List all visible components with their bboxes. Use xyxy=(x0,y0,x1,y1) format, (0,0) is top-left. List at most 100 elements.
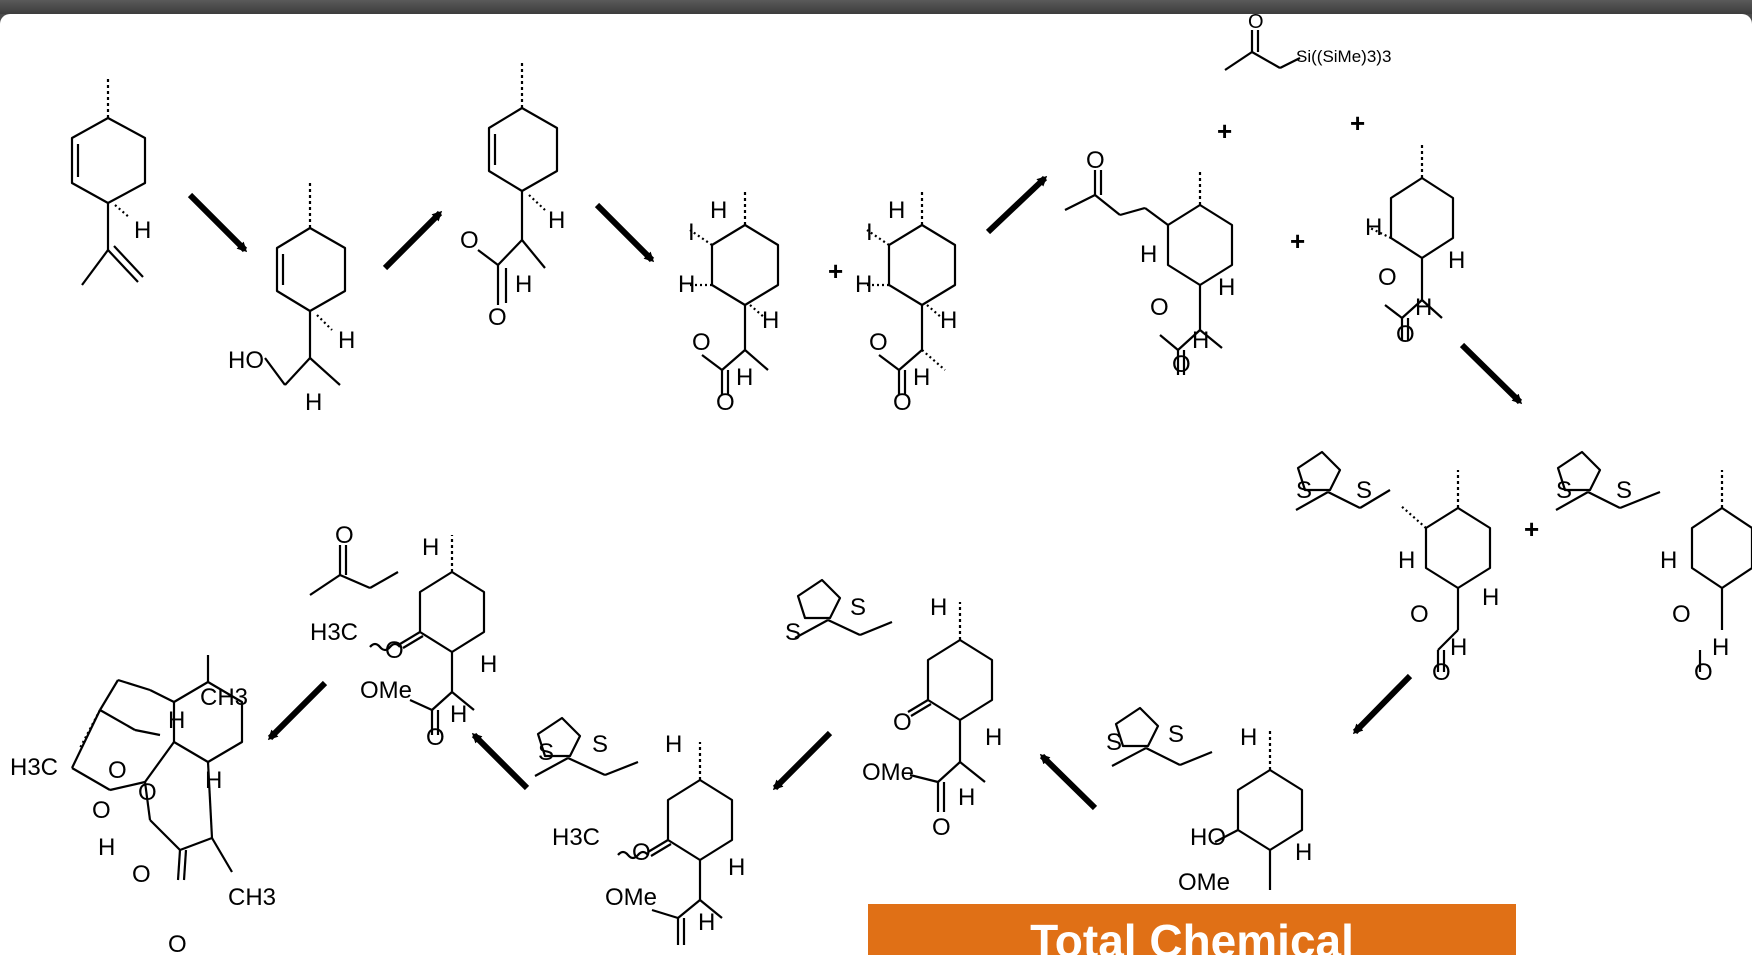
atom-label-s: S xyxy=(1616,477,1632,504)
molecule-3 xyxy=(477,62,559,305)
plus-sign: + xyxy=(1217,116,1232,146)
molecule-14 xyxy=(71,655,244,881)
atom-label-ch3: CH3 xyxy=(228,884,276,911)
molecule-10 xyxy=(1111,706,1304,890)
atom-label-o: O xyxy=(716,389,735,416)
atom-label-h: H xyxy=(913,364,930,391)
atom-label-h: H xyxy=(736,364,753,391)
atom-label-s: S xyxy=(785,619,801,646)
atom-label-ch3: CH3 xyxy=(200,684,248,711)
atom-label-h: H xyxy=(728,854,745,881)
slide-canvas: + + + + + Si((SiMe)3)3 O H HO H H O O H … xyxy=(0,14,1752,955)
atom-label-o: O xyxy=(132,861,151,888)
atom-label-ho: HO xyxy=(1190,824,1226,851)
atom-label-h: H xyxy=(1140,241,1157,268)
reaction-arrow-icon xyxy=(471,732,530,791)
atom-label-o: O xyxy=(869,329,888,356)
atom-label-o: O xyxy=(335,522,354,549)
atom-label-o: O xyxy=(1378,264,1397,291)
atom-label-s: S xyxy=(850,594,866,621)
reaction-arrow-icon xyxy=(1352,673,1413,735)
atom-label-ome: OMe xyxy=(862,759,914,786)
atom-label-h: H xyxy=(710,197,727,224)
molecule-12 xyxy=(534,716,734,945)
atom-label-h: H xyxy=(855,271,872,298)
atom-label-h: H xyxy=(762,307,779,334)
atom-label-o: O xyxy=(92,797,111,824)
reaction-arrow-icon xyxy=(985,175,1048,235)
atom-label-h: H xyxy=(940,307,957,334)
reaction-arrows xyxy=(187,175,1523,811)
atom-label-o: O xyxy=(1150,294,1169,321)
reagent-structure xyxy=(1224,30,1301,71)
atom-labels: H HO H H O O H H H I H H O H O H I H H O… xyxy=(10,147,1729,955)
atom-label-h3c: H3C xyxy=(310,619,358,646)
atom-label-o: O xyxy=(1694,659,1713,686)
atom-label-i: I xyxy=(688,219,695,246)
atom-label-o: O xyxy=(168,931,187,955)
molecule-11 xyxy=(794,578,994,812)
atom-label-o: O xyxy=(426,724,445,751)
atom-label-o: O xyxy=(1672,601,1691,628)
atom-label-ome: OMe xyxy=(360,677,412,704)
atom-label-h: H xyxy=(1660,547,1677,574)
plus-sign: + xyxy=(1524,514,1539,544)
atom-label-h: H xyxy=(1192,327,1209,354)
reaction-arrow-icon xyxy=(1039,753,1098,811)
atom-label-s: S xyxy=(592,731,608,758)
molecule-13 xyxy=(309,535,486,735)
window-top-bar xyxy=(0,0,1752,14)
atom-label-s: S xyxy=(1356,477,1372,504)
atom-label-ome: OMe xyxy=(1178,869,1230,896)
atom-label-h: H xyxy=(338,327,355,354)
atom-label-h: H xyxy=(665,731,682,758)
atom-label-h: H xyxy=(985,724,1002,751)
atom-label-s: S xyxy=(1556,477,1572,504)
molecule-4 xyxy=(689,190,780,395)
atom-label-o: O xyxy=(385,637,404,664)
atom-label-o: O xyxy=(1396,321,1415,348)
atom-label-h: H xyxy=(1450,634,1467,661)
atom-label-o: O xyxy=(488,304,507,331)
reaction-arrow-icon xyxy=(187,192,248,253)
molecule-7 xyxy=(1369,142,1455,340)
atom-label-o: O xyxy=(1432,659,1451,686)
atom-label-h: H xyxy=(888,197,905,224)
reaction-arrow-icon xyxy=(772,730,833,791)
atom-label-o: O xyxy=(460,227,479,254)
atom-label-h: H xyxy=(422,534,439,561)
atom-label-h: H xyxy=(480,651,497,678)
atom-label-h: H xyxy=(1398,547,1415,574)
molecule-2 xyxy=(264,180,347,386)
atom-label-h: H xyxy=(548,207,565,234)
atom-label-i: I xyxy=(866,219,873,246)
atom-label-h: H xyxy=(1482,584,1499,611)
atom-label-h: H xyxy=(134,217,151,244)
reaction-arrow-icon xyxy=(267,680,328,741)
atom-label-o: O xyxy=(893,709,912,736)
reaction-arrow-icon xyxy=(382,210,443,271)
atom-label-s: S xyxy=(1106,729,1122,756)
atom-label-h3c: H3C xyxy=(552,824,600,851)
reagent-label: Si((SiMe)3)3 xyxy=(1296,47,1391,66)
plus-sign: + xyxy=(1350,108,1365,138)
reaction-arrow-icon xyxy=(1459,342,1523,405)
atom-label-o: O xyxy=(1248,14,1264,33)
atom-label-h: H xyxy=(205,767,222,794)
atom-label-o: O xyxy=(632,839,651,866)
atom-label-o: O xyxy=(138,779,157,806)
atom-label-o: O xyxy=(1172,351,1191,378)
reaction-arrow-icon xyxy=(594,202,655,263)
atom-label-o: O xyxy=(932,814,951,841)
atom-label-h: H xyxy=(698,909,715,936)
atom-label-s: S xyxy=(1296,477,1312,504)
atom-label-h: H xyxy=(1218,274,1235,301)
atom-label-h: H xyxy=(1240,724,1257,751)
atom-label-h3c: H3C xyxy=(10,754,58,781)
atom-label-h: H xyxy=(515,271,532,298)
atom-label-ome: OMe xyxy=(605,884,657,911)
atom-label-h: H xyxy=(1415,294,1432,321)
plus-signs: + + + + + xyxy=(828,108,1539,544)
atom-label-o: O xyxy=(1410,601,1429,628)
molecule-8 xyxy=(1295,450,1492,672)
